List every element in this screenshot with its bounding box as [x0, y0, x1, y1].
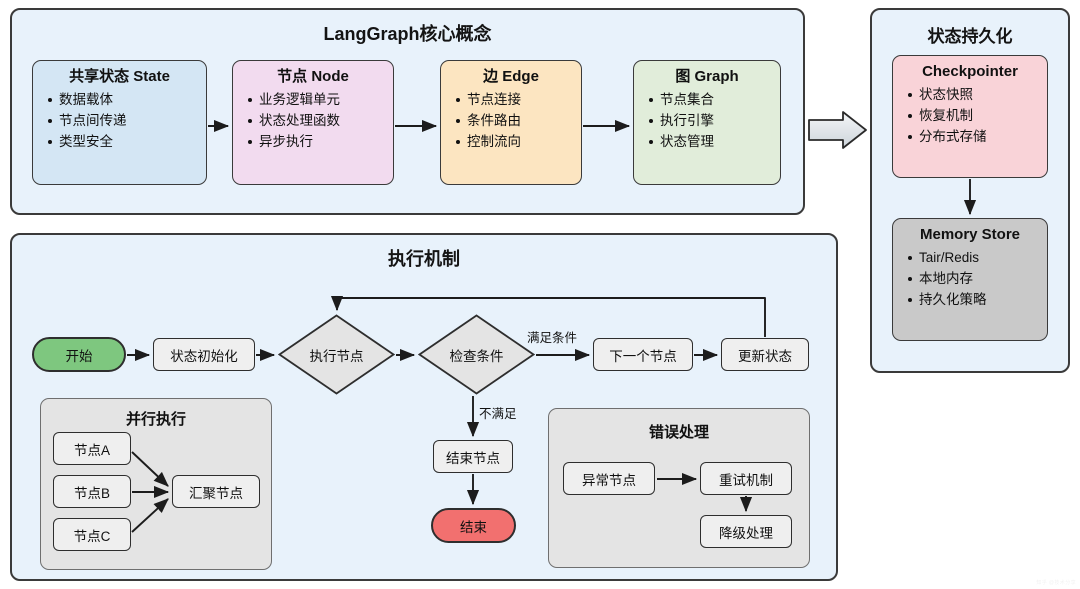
- bullet-item: Tair/Redis: [908, 247, 1047, 268]
- parallel-node-c[interactable]: 节点C: [53, 518, 131, 551]
- bullet-item: 本地内存: [908, 268, 1047, 289]
- bullet-item: 持久化策略: [908, 289, 1047, 310]
- flow-node-state-init[interactable]: 状态初始化: [153, 338, 255, 371]
- card-title-graph: 图 Graph: [675, 68, 739, 85]
- bullet-item: 控制流向: [456, 131, 581, 152]
- bullet-item: 状态处理函数: [248, 110, 393, 131]
- card-edge: 边 Edge 节点连接 条件路由 控制流向: [440, 60, 582, 185]
- bullet-item: 恢复机制: [908, 105, 1047, 126]
- bullet-item: 状态快照: [908, 84, 1047, 105]
- edge-label-not-satisfied: 不满足: [479, 407, 517, 421]
- card-graph: 图 Graph 节点集合 执行引擎 状态管理: [633, 60, 781, 185]
- parallel-node-a[interactable]: 节点A: [53, 432, 131, 465]
- panel-title-execution: 执行机制: [388, 249, 460, 269]
- bullet-item: 异步执行: [248, 131, 393, 152]
- card-title-node: 节点 Node: [277, 68, 349, 85]
- card-memory-store: Memory Store Tair/Redis 本地内存 持久化策略: [892, 218, 1048, 341]
- card-title-memory-store: Memory Store: [919, 226, 1021, 243]
- flow-node-update-state[interactable]: 更新状态: [721, 338, 809, 371]
- block-arrow-to-persistence: [808, 111, 867, 149]
- parallel-node-b[interactable]: 节点B: [53, 475, 131, 508]
- error-node-degrade[interactable]: 降级处理: [700, 515, 792, 548]
- card-checkpointer: Checkpointer 状态快照 恢复机制 分布式存储: [892, 55, 1048, 178]
- panel-title-persistence: 状态持久化: [927, 27, 1013, 46]
- flow-decision-exec-node-label: 执行节点: [309, 348, 364, 364]
- flow-node-end[interactable]: 结束: [431, 508, 516, 543]
- card-bullets-graph: 节点集合 执行引擎 状态管理: [634, 89, 780, 152]
- group-title-parallel-execution: 并行执行: [125, 411, 186, 428]
- card-bullets-shared-state: 数据载体 节点间传递 类型安全: [33, 89, 206, 152]
- edge-label-satisfied: 满足条件: [527, 331, 578, 345]
- group-title-error-handling: 错误处理: [648, 424, 709, 441]
- card-bullets-node: 业务逻辑单元 状态处理函数 异步执行: [233, 89, 393, 152]
- error-node-exception[interactable]: 异常节点: [563, 462, 655, 495]
- flow-node-end-node[interactable]: 结束节点: [433, 440, 513, 473]
- card-bullets-memory-store: Tair/Redis 本地内存 持久化策略: [893, 247, 1047, 310]
- flow-decision-exec-node[interactable]: 执行节点: [278, 314, 395, 395]
- bullet-item: 业务逻辑单元: [248, 89, 393, 110]
- error-node-retry[interactable]: 重试机制: [700, 462, 792, 495]
- card-title-checkpointer: Checkpointer: [922, 63, 1018, 80]
- bullet-item: 节点集合: [649, 89, 780, 110]
- card-shared-state: 共享状态 State 数据载体 节点间传递 类型安全: [32, 60, 207, 185]
- parallel-node-merge[interactable]: 汇聚节点: [172, 475, 260, 508]
- bullet-item: 节点连接: [456, 89, 581, 110]
- watermark: 知乎 @技术分享: [1036, 580, 1076, 586]
- card-bullets-edge: 节点连接 条件路由 控制流向: [441, 89, 581, 152]
- bullet-item: 类型安全: [48, 131, 206, 152]
- bullet-item: 执行引擎: [649, 110, 780, 131]
- flow-node-next-node[interactable]: 下一个节点: [593, 338, 693, 371]
- bullet-item: 数据载体: [48, 89, 206, 110]
- flow-decision-check-condition[interactable]: 检查条件: [418, 314, 535, 395]
- flow-node-start[interactable]: 开始: [32, 337, 126, 372]
- card-title-edge: 边 Edge: [483, 68, 539, 85]
- bullet-item: 节点间传递: [48, 110, 206, 131]
- card-node: 节点 Node 业务逻辑单元 状态处理函数 异步执行: [232, 60, 394, 185]
- flow-decision-check-condition-label: 检查条件: [449, 348, 504, 364]
- bullet-item: 状态管理: [649, 131, 780, 152]
- bullet-item: 分布式存储: [908, 126, 1047, 147]
- card-bullets-checkpointer: 状态快照 恢复机制 分布式存储: [893, 84, 1047, 147]
- panel-title-concepts: LangGraph核心概念: [323, 24, 492, 44]
- bullet-item: 条件路由: [456, 110, 581, 131]
- card-title-shared-state: 共享状态 State: [69, 68, 170, 85]
